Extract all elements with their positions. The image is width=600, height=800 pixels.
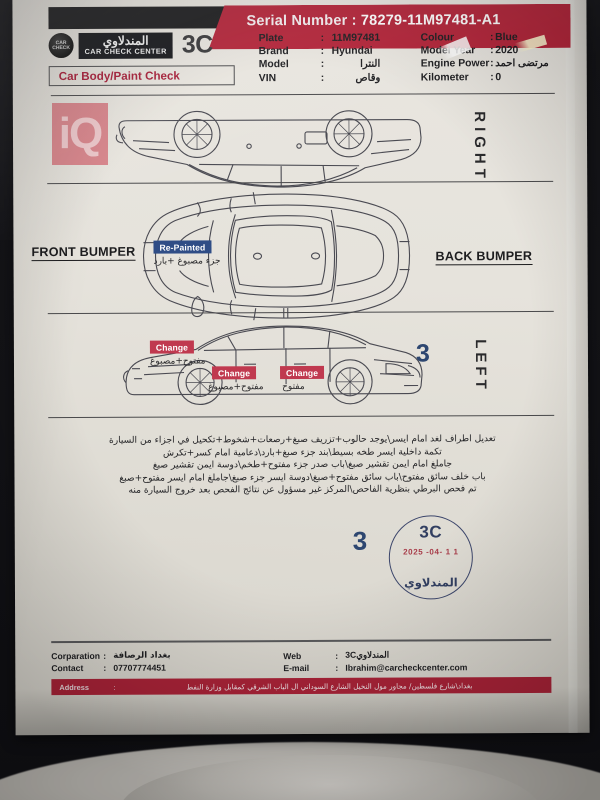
contact-label: Contact <box>51 662 84 674</box>
footer-divider <box>51 638 552 643</box>
web-colon: : <box>335 650 339 661</box>
repainted-note-ar: جزء مصبوغ +بارد <box>153 256 221 267</box>
logo-emblem-icon: CAR CHECK <box>48 32 74 59</box>
change-note-2-ar: مفتوح+مصبوغ <box>208 382 264 393</box>
right-side-label: RIGHT <box>470 111 489 183</box>
company-name-arabic: المندلاوي <box>102 33 149 48</box>
car-diagram-left-side <box>118 319 428 417</box>
report-footer: Corparation : بغداد الرصافة Contact : 07… <box>33 638 573 696</box>
back-bumper-label: BACK BUMPER <box>435 248 533 266</box>
grade-number-left: 3 <box>415 339 430 368</box>
car-diagram-top-view <box>135 189 416 327</box>
model-value: النترا <box>360 59 381 71</box>
email-value[interactable]: Ibrahim@carcheckcenter.com <box>345 662 468 673</box>
inspection-notes: تعديل اطراف لغد امام ايسر\يوجد حالوب+تزر… <box>32 433 572 498</box>
company-name-english: CAR CHECK CENTER <box>84 46 167 56</box>
contact-value[interactable]: 07707774451 <box>113 662 166 673</box>
car-diagram-right-side <box>109 103 429 205</box>
vin-label: VIN <box>258 72 277 84</box>
spec-row-model: Model : النترا <box>259 58 403 72</box>
serial-number-label: Serial Number : <box>246 12 357 30</box>
plate-colon: : <box>320 32 325 45</box>
logo-emblem-text: CAR CHECK <box>52 39 71 51</box>
footer-contact-block: Corparation : بغداد الرصافة Contact : 07… <box>51 650 170 675</box>
grade-number-stamp: 3 <box>352 525 368 556</box>
web-label: Web <box>283 650 302 661</box>
model-colon: : <box>320 59 325 71</box>
address-label: Address <box>59 682 90 692</box>
stamp-name-arabic: المندلاوي <box>404 575 458 590</box>
corporation-value: بغداد الرصافة <box>113 650 171 661</box>
web-value[interactable]: 3Cالمندلاوي <box>345 649 390 660</box>
report-title: Car Body/Paint Check <box>58 69 180 83</box>
brand-value: Hyundai <box>331 45 373 58</box>
report-header: Serial Number : 78279-11M97481-A1 CAR CH… <box>30 1 570 97</box>
logo-nameplate: المندلاوي CAR CHECK CENTER <box>78 32 173 59</box>
report-content: Serial Number : 78279-11M97481-A1 CAR CH… <box>30 1 573 709</box>
spec-row-kilometer: Kilometer : 0 <box>421 70 571 84</box>
brand-colon: : <box>320 46 325 58</box>
spec-row-plate: Plate : 11M97481 <box>259 32 403 46</box>
engine-power-value: مرتضى احمد <box>495 58 549 70</box>
serial-number-value: 78279-11M97481-A1 <box>360 12 501 29</box>
note-line-5: تم فحص البرطي بنظرية الفاحص\المركز غير م… <box>128 484 477 497</box>
iq-watermark: iQ <box>52 103 108 165</box>
change-note-1-ar: مفتوح+مصبوغ <box>149 356 206 367</box>
vehicle-specs-left: Plate : 11M97481 Brand : Hyundai Model : <box>259 32 403 85</box>
footer-row-corporation: Corparation : بغداد الرصافة <box>51 650 170 663</box>
footer-row-email: E-mail : Ibrahim@carcheckcenter.com <box>283 661 467 674</box>
kilometer-value: 0 <box>495 71 502 83</box>
spec-row-colour: Colour : Blue <box>421 31 571 45</box>
change-note-3-ar: مفتوح <box>282 381 305 393</box>
note-line-1: تعديل اطراف لغد امام ايسر\يوجد حالوب+تزر… <box>108 434 496 446</box>
kilometer-label: Kilometer <box>420 71 469 84</box>
spec-row-brand: Brand : Hyundai <box>259 45 403 59</box>
header-divider <box>50 92 555 97</box>
stamp-date: 2025 -04- 1 1 <box>403 547 459 557</box>
report-title-box: Car Body/Paint Check <box>48 65 235 87</box>
repainted-tag: Re-Painted <box>153 240 212 254</box>
change-tag-2: Change <box>212 366 257 380</box>
brand-label: Brand <box>258 46 289 58</box>
front-bumper-label: FRONT BUMPER <box>31 244 136 262</box>
spec-row-vin: VIN : وقاص <box>259 71 403 85</box>
vin-value: وقاص <box>355 72 381 84</box>
approval-stamp: 3C 2025 -04- 1 1 المندلاوي <box>388 515 474 600</box>
plate-label: Plate <box>258 33 284 45</box>
left-side-label: LEFT <box>471 339 490 393</box>
footer-row-web: Web : 3Cالمندلاوي <box>283 648 467 662</box>
vehicle-diagrams: RIGHT LEFT <box>31 97 572 431</box>
email-label: E-mail <box>283 662 310 674</box>
model-label: Model <box>258 59 289 71</box>
address-banner: Address : بغداد\شارع فلسطين/ مجاور مول ا… <box>51 676 552 696</box>
corporation-colon: : <box>103 650 107 661</box>
address-value: بغداد\شارع فلسطين/ مجاور مول النخيل الشا… <box>186 680 473 692</box>
plate-value: 11M97481 <box>331 32 381 44</box>
change-tag-3: Change <box>280 365 325 380</box>
company-logo: CAR CHECK المندلاوي CAR CHECK CENTER 3C <box>48 30 213 60</box>
logo-3c-mark: 3C <box>181 30 213 59</box>
footer-web-block: Web : 3Cالمندلاوي E-mail : Ibrahim@carch… <box>283 648 467 674</box>
inspection-report-sheet: Serial Number : 78279-11M97481-A1 CAR CH… <box>12 0 590 736</box>
vin-colon: : <box>320 72 325 84</box>
corporation-label: Corparation <box>51 650 100 662</box>
stamp-code: 3C <box>419 522 443 542</box>
change-tag-1: Change <box>149 340 195 354</box>
footer-row-contact: Contact : 07707774451 <box>51 662 170 675</box>
stamp-area: 3 3C 2025 -04- 1 1 المندلاوي <box>33 507 573 605</box>
email-colon: : <box>335 662 339 673</box>
contact-colon: : <box>103 662 107 673</box>
